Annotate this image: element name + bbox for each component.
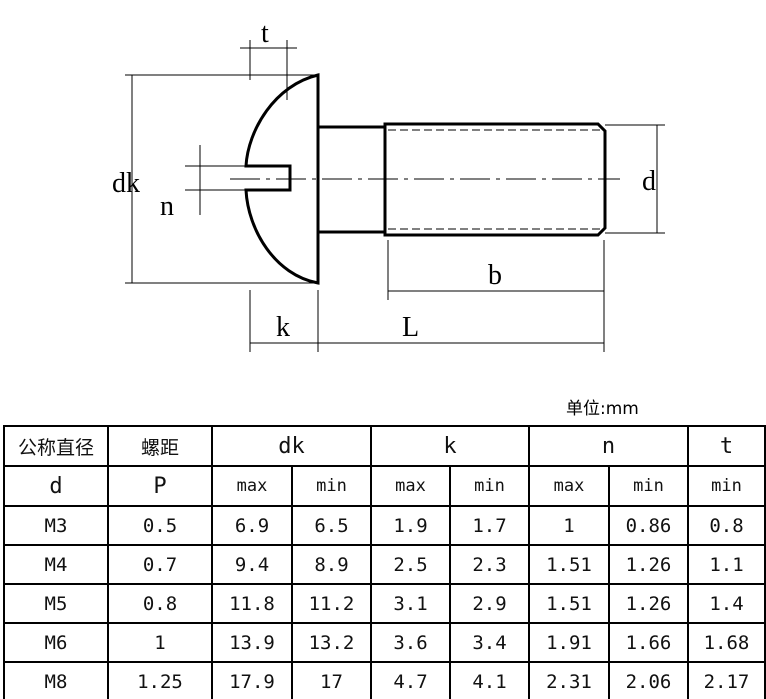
table-cell: 2.9 [449,583,530,624]
table-cell: 1.25 [107,661,213,699]
screw-thread [383,122,607,237]
header-pitch-cn: 螺距 [107,425,213,467]
table-cell: 1.26 [608,583,689,624]
table-cell: 2.06 [608,661,689,699]
table-cell: 3.6 [370,622,451,663]
table-cell: 0.8 [107,583,213,624]
table-cell: 6.9 [211,505,293,546]
label-n: n [160,191,174,222]
sub-header: min [687,465,766,507]
table-cell: 1.66 [608,622,689,663]
sub-header: min [449,465,530,507]
table-cell: 11.2 [291,583,372,624]
table-cell: 1.9 [370,505,451,546]
header-t: t [687,425,766,467]
table-cell: 1.51 [528,544,610,585]
table-cell: 13.9 [211,622,293,663]
table-cell: 4.1 [449,661,530,699]
table-cell: 17 [291,661,372,699]
table-cell: 1.7 [449,505,530,546]
sub-header: min [291,465,372,507]
unit-label: 单位:mm [566,399,639,419]
table-cell: M8 [3,661,109,699]
table-cell: 4.7 [370,661,451,699]
table-cell: M5 [3,583,109,624]
table-cell: 0.7 [107,544,213,585]
header-dk: dk [211,425,372,467]
table-cell: 0.8 [687,505,766,546]
dimension-table: 公称直径 螺距 dk k n t d P max min max min max… [3,425,766,699]
table-cell: 8.9 [291,544,372,585]
header-p: P [107,465,213,507]
table-cell: 13.2 [291,622,372,663]
screw-head [244,73,320,285]
label-L: L [402,312,419,343]
table-cell: M6 [3,622,109,663]
header-n: n [528,425,689,467]
table-cell: 2.17 [687,661,766,699]
table-cell: 2.5 [370,544,451,585]
table-cell: 2.31 [528,661,610,699]
table-cell: M4 [3,544,109,585]
screw-drawing: dk t n k L b d [112,18,665,352]
table-cell: 1.91 [528,622,610,663]
table-cell: M3 [3,505,109,546]
table-cell: 1 [528,505,610,546]
table-cell: 1 [107,622,213,663]
label-k: k [276,312,290,343]
table-cell: 3.1 [370,583,451,624]
table-cell: 9.4 [211,544,293,585]
sub-header: max [370,465,451,507]
label-t: t [261,18,269,49]
header-nominal-diameter-cn: 公称直径 [3,425,109,467]
sub-header: max [211,465,293,507]
label-d: d [642,166,656,197]
table-cell: 1.68 [687,622,766,663]
table-cell: 1.26 [608,544,689,585]
table-cell: 1.4 [687,583,766,624]
header-d: d [3,465,109,507]
sub-header: min [608,465,689,507]
header-k: k [370,425,530,467]
sub-header: max [528,465,610,507]
table-cell: 2.3 [449,544,530,585]
table-cell: 1.51 [528,583,610,624]
table-cell: 17.9 [211,661,293,699]
table-cell: 0.86 [608,505,689,546]
label-b: b [488,260,502,291]
label-dk: dk [112,168,140,199]
table-cell: 1.1 [687,544,766,585]
table-cell: 11.8 [211,583,293,624]
table-cell: 0.5 [107,505,213,546]
table-cell: 6.5 [291,505,372,546]
table-cell: 3.4 [449,622,530,663]
